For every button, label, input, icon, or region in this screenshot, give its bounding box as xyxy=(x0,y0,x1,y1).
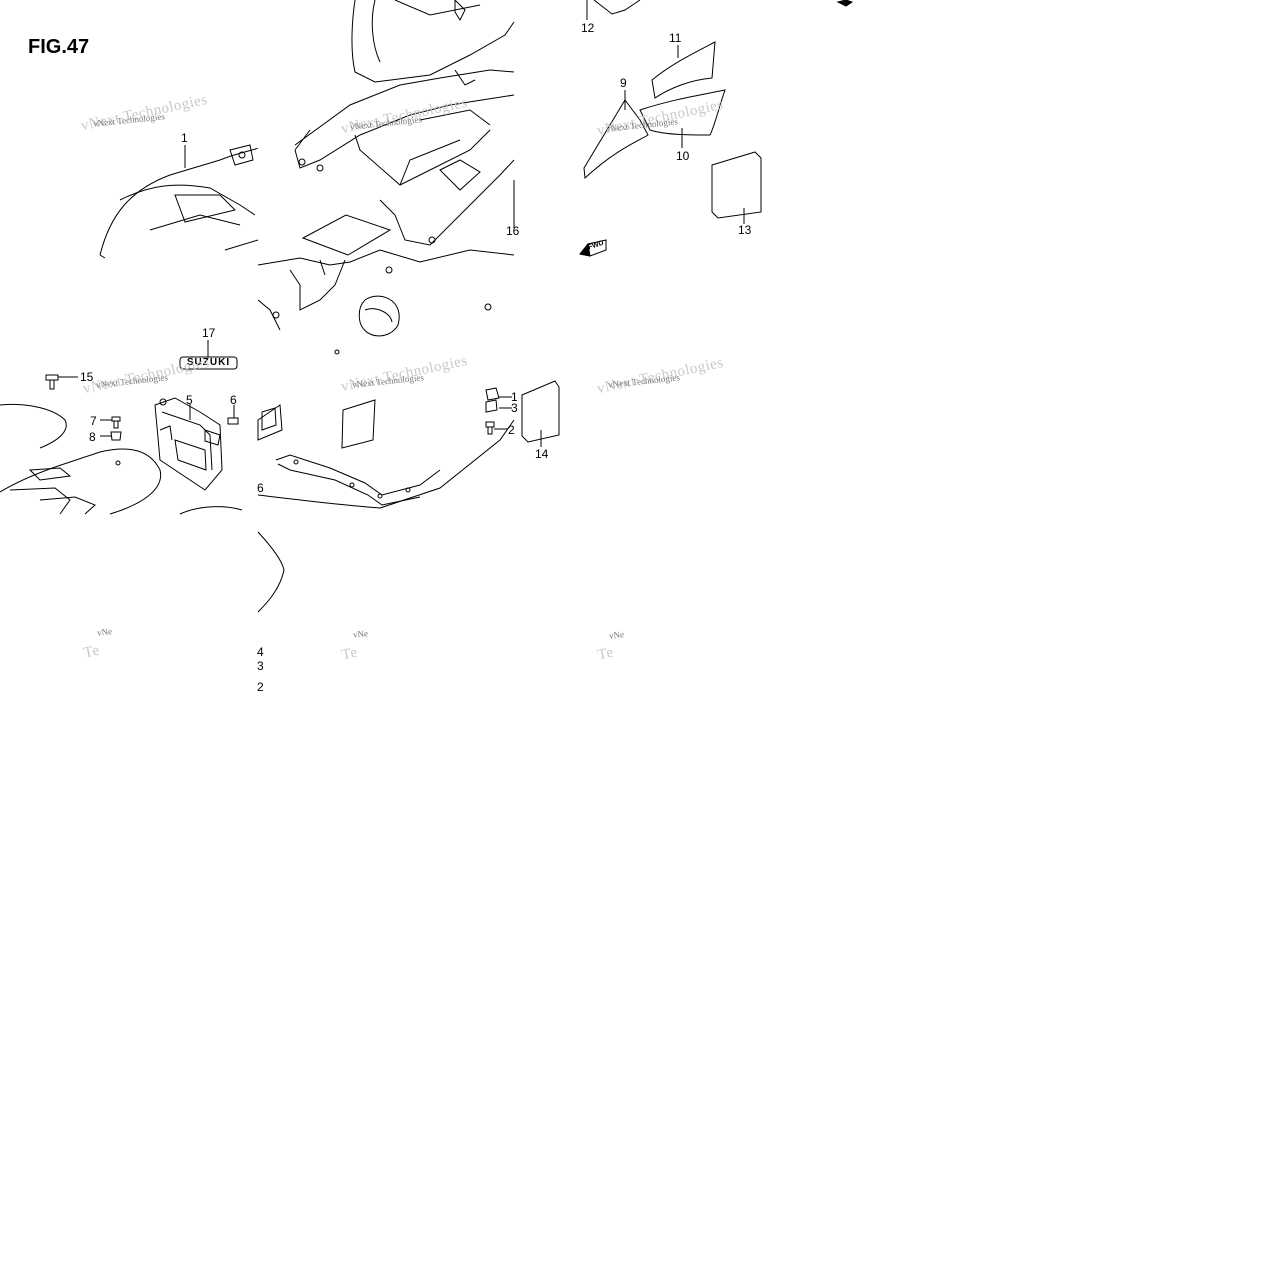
clip-6 xyxy=(227,417,239,425)
callout-17: 17 xyxy=(202,326,216,340)
callout-cut-6: 6 xyxy=(257,481,264,495)
callout-5: 5 xyxy=(186,393,193,407)
rear-fender-left-view xyxy=(99,144,259,259)
label-12 xyxy=(593,0,641,15)
callout-cut-3: 3 xyxy=(257,659,264,673)
callout-12: 12 xyxy=(581,21,595,35)
watermark-ghost-fragment-1: Te xyxy=(82,642,102,662)
callout-14: 14 xyxy=(535,447,549,461)
callout-1: 1 xyxy=(181,131,188,145)
callout-16: 16 xyxy=(506,224,520,238)
callout-9: 9 xyxy=(620,76,627,90)
watermark-ghost-fragment-3: Te xyxy=(596,644,616,664)
bolt-2 xyxy=(485,421,495,435)
callout-11: 11 xyxy=(669,31,682,45)
watermark-fragment-2: vNe xyxy=(352,628,369,640)
callout-10: 10 xyxy=(676,149,690,163)
decal-10 xyxy=(639,89,726,136)
callout-7: 7 xyxy=(90,414,97,428)
label-13 xyxy=(711,151,762,219)
rear-fender-frame-view xyxy=(257,0,515,509)
fwd-arrow-top xyxy=(836,0,854,7)
watermark-fragment-3: vNe xyxy=(608,629,625,641)
cushion-3 xyxy=(485,387,500,413)
callout-8: 8 xyxy=(89,430,96,444)
callout-2: 2 xyxy=(508,423,515,437)
decal-9 xyxy=(583,99,649,180)
watermark-fragment-1: vNe xyxy=(96,626,113,638)
nut-8 xyxy=(110,431,122,441)
figure-title: FIG.47 xyxy=(28,36,90,58)
callout-3: 3 xyxy=(511,401,518,415)
mud-flap-bracket xyxy=(154,397,223,491)
screw-7 xyxy=(111,416,121,429)
front-fender-left-view xyxy=(0,403,243,515)
callout-13: 13 xyxy=(738,223,752,237)
emblem-text: SUZUKI xyxy=(186,357,231,368)
callout-6: 6 xyxy=(230,393,237,407)
callout-cut-4: 4 xyxy=(257,645,264,659)
callout-cut-2: 2 xyxy=(257,680,264,694)
callout-15: 15 xyxy=(80,370,94,384)
fwd-arrow xyxy=(579,239,607,257)
decal-11 xyxy=(651,41,716,99)
callout-cut-1: 1 xyxy=(511,390,518,404)
watermark-ghost-fragment-2: Te xyxy=(340,644,360,664)
label-14 xyxy=(521,380,560,443)
bolt-15 xyxy=(45,374,59,390)
